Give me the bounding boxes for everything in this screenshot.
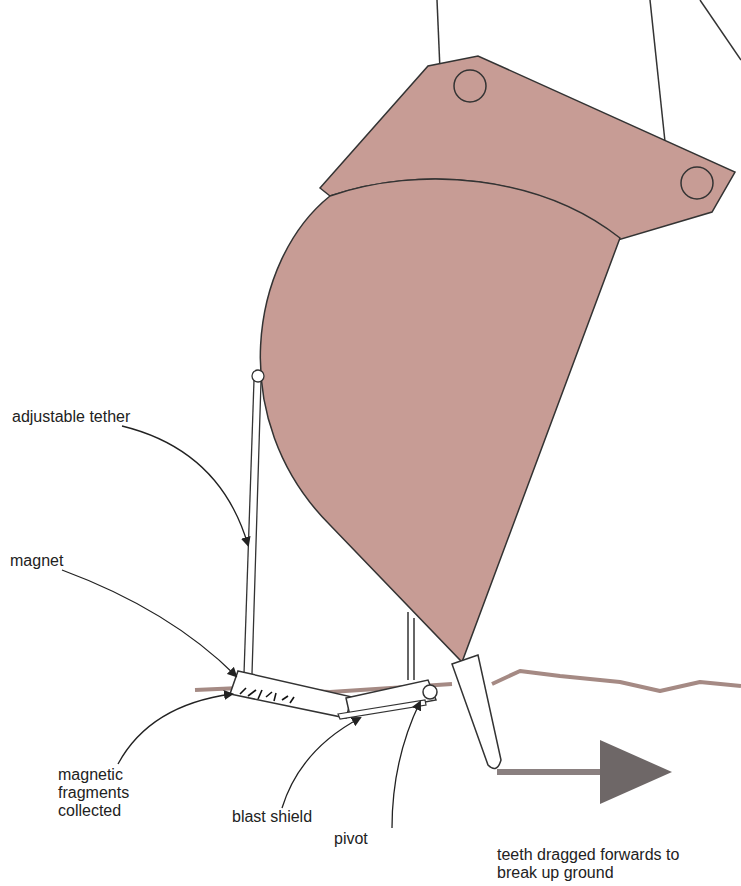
part-label: adjustable tether <box>12 408 212 426</box>
fragments <box>240 688 294 703</box>
direction-arrow <box>497 769 610 775</box>
blast-shield <box>338 700 426 719</box>
part-label: blast shield <box>232 808 352 826</box>
part-label: magnetic fragments collected <box>58 766 153 820</box>
pin-hole <box>454 70 486 102</box>
bucket <box>260 179 620 662</box>
bracket <box>408 612 414 680</box>
magnet <box>230 671 352 718</box>
pivot <box>423 685 437 699</box>
bucket-tooth <box>452 655 501 769</box>
direction-arrowhead <box>600 740 672 804</box>
part-label: magnet <box>10 552 130 570</box>
part-label: pivot <box>334 830 414 848</box>
part-label: teeth dragged forwards to break up groun… <box>497 846 687 882</box>
tether <box>244 370 264 674</box>
pin-hole <box>681 167 713 199</box>
